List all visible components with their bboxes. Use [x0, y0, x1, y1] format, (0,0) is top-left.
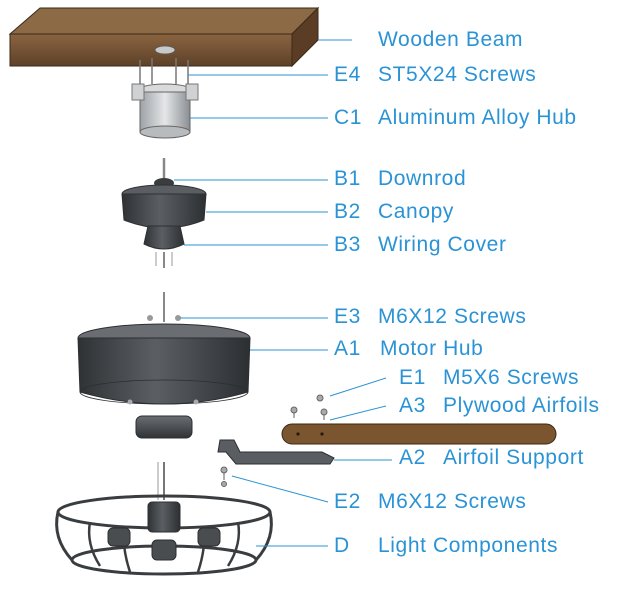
label-code: A3	[399, 394, 426, 417]
label-a3-airfoils: A3 Plywood Airfoils	[399, 394, 600, 418]
label-name: M6X12 Screws	[378, 490, 527, 513]
label-code: B3	[334, 233, 361, 256]
motor-hub-part	[77, 323, 251, 439]
label-code: E3	[334, 305, 361, 328]
wooden-beam-part	[8, 6, 320, 68]
label-code: A2	[399, 446, 426, 469]
label-name: Plywood Airfoils	[443, 394, 600, 417]
label-code: A1	[334, 337, 361, 360]
label-code: B2	[334, 200, 361, 223]
canopy-part	[121, 184, 207, 229]
label-b1-downrod: B1 Downrod	[334, 167, 466, 191]
leader-a3-airfoils	[329, 405, 387, 421]
e1-screws-part	[290, 394, 328, 420]
label-name: Airfoil Support	[443, 446, 584, 469]
label-name: Light Components	[378, 534, 559, 557]
label-name: Downrod	[378, 167, 467, 190]
label-code: B1	[334, 167, 361, 190]
label-d-light: D Light Components	[334, 534, 558, 558]
label-b3-wiring-cover: B3 Wiring Cover	[334, 233, 507, 257]
leader-lines	[174, 39, 392, 547]
label-name: Canopy	[378, 200, 454, 223]
label-b2-canopy: B2 Canopy	[334, 200, 454, 224]
leader-e2-screws	[231, 475, 329, 503]
airfoil-support-part	[217, 439, 335, 465]
label-name: Wiring Cover	[378, 233, 507, 256]
e2-screws-part	[220, 466, 228, 487]
light-components-part	[55, 462, 273, 576]
label-name: M5X6 Screws	[443, 366, 580, 389]
label-code: E4	[334, 63, 361, 86]
label-e1-screws: E1 M5X6 Screws	[399, 366, 579, 390]
label-c1-hub: C1 Aluminum Alloy Hub	[334, 106, 577, 130]
label-a1-motor-hub: A1 Motor Hub	[334, 337, 483, 361]
label-wooden-beam: Wooden Beam	[378, 28, 523, 52]
label-code: D	[334, 534, 350, 557]
label-name: ST5X24 Screws	[378, 63, 537, 86]
label-name: Aluminum Alloy Hub	[378, 106, 577, 129]
label-a2-support: A2 Airfoil Support	[399, 446, 584, 470]
e4-screws-part	[139, 58, 189, 86]
label-e4-screws: E4 ST5X24 Screws	[334, 63, 536, 87]
label-e2-screws: E2 M6X12 Screws	[334, 490, 526, 514]
label-name: Motor Hub	[380, 337, 484, 360]
label-code: E1	[399, 366, 426, 389]
aluminum-hub-part	[131, 83, 199, 139]
label-code: E2	[334, 490, 361, 513]
label-name: M6X12 Screws	[378, 305, 527, 328]
label-code: C1	[334, 106, 363, 129]
label-name: Wooden Beam	[378, 28, 524, 51]
leader-e1-screws	[329, 377, 387, 397]
label-e3-screws: E3 M6X12 Screws	[334, 305, 526, 329]
downrod-part	[154, 158, 174, 188]
plywood-airfoil-part	[281, 423, 557, 445]
wiring-cover-part	[143, 225, 185, 268]
